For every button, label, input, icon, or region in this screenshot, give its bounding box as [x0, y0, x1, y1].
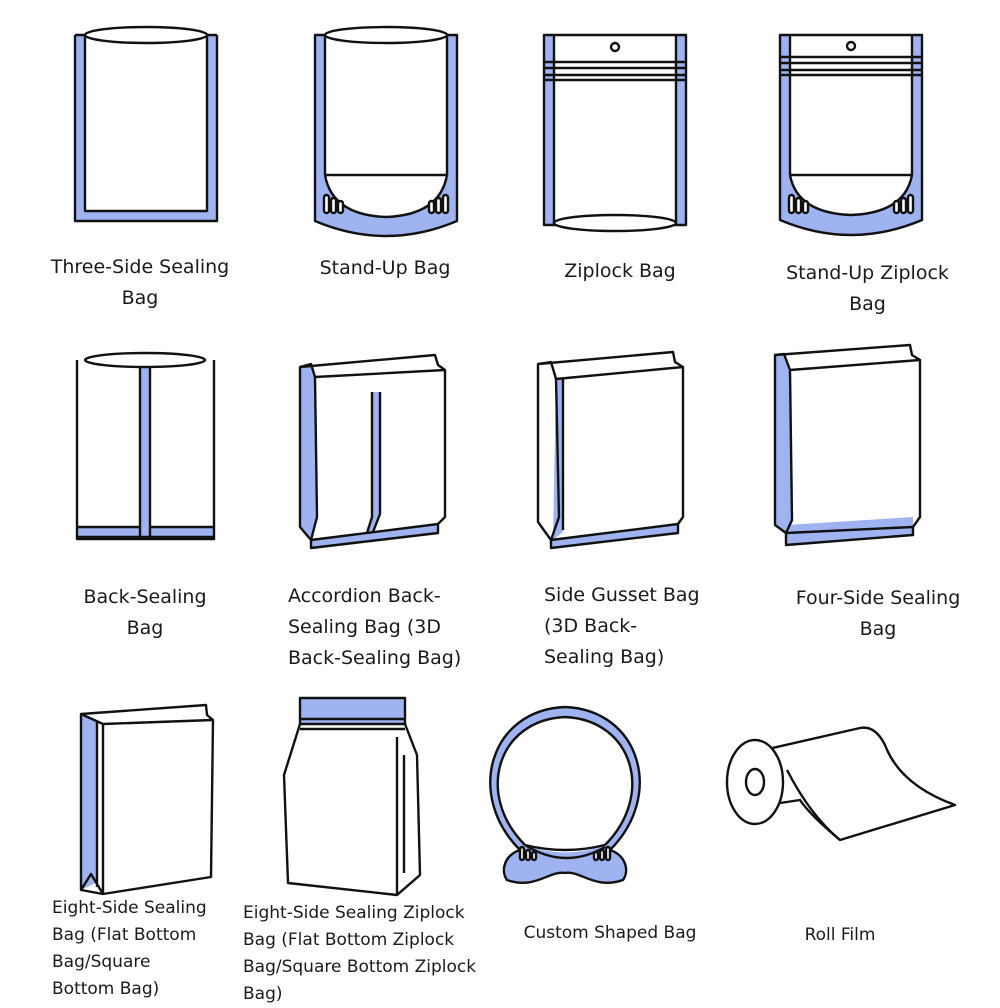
item-label: Roll Film — [804, 925, 876, 945]
item-label: Three-Side Sealing Bag — [50, 256, 230, 309]
custom-shaped-bag-icon — [485, 695, 645, 885]
item-label: Side Gusset Bag (3D Back- Sealing Bag) — [544, 584, 700, 668]
ziplock-bag-icon — [540, 30, 700, 240]
four-side-sealing-bag-icon — [770, 343, 930, 547]
eight-side-sealing-ziplock-bag-icon — [280, 695, 430, 905]
stand-up-ziplock-bag-icon — [775, 30, 935, 240]
item-label: Back-Sealing Bag — [83, 586, 207, 639]
item-label: Eight-Side Sealing Ziplock Bag (Flat Bot… — [243, 903, 477, 1004]
item-label: Stand-Up Ziplock Bag — [786, 262, 949, 315]
back-sealing-bag-icon — [75, 351, 225, 552]
eight-side-sealing-bag-icon — [78, 702, 228, 902]
side-gusset-bag-icon — [535, 350, 695, 552]
roll-film-icon — [725, 726, 957, 890]
item-label: Four-Side Sealing Bag — [795, 587, 961, 640]
item-label: Eight-Side Sealing Bag (Flat Bottom Bag/… — [52, 898, 207, 999]
item-label: Ziplock Bag — [564, 260, 676, 282]
item-label: Custom Shaped Bag — [523, 923, 697, 943]
stand-up-bag-icon — [310, 25, 470, 238]
item-label: Accordion Back- Sealing Bag (3D Back-Sea… — [288, 585, 462, 669]
item-label: Stand-Up Bag — [319, 257, 451, 279]
three-side-sealing-bag-icon — [70, 25, 230, 225]
accordion-back-sealing-bag-icon — [295, 352, 455, 552]
